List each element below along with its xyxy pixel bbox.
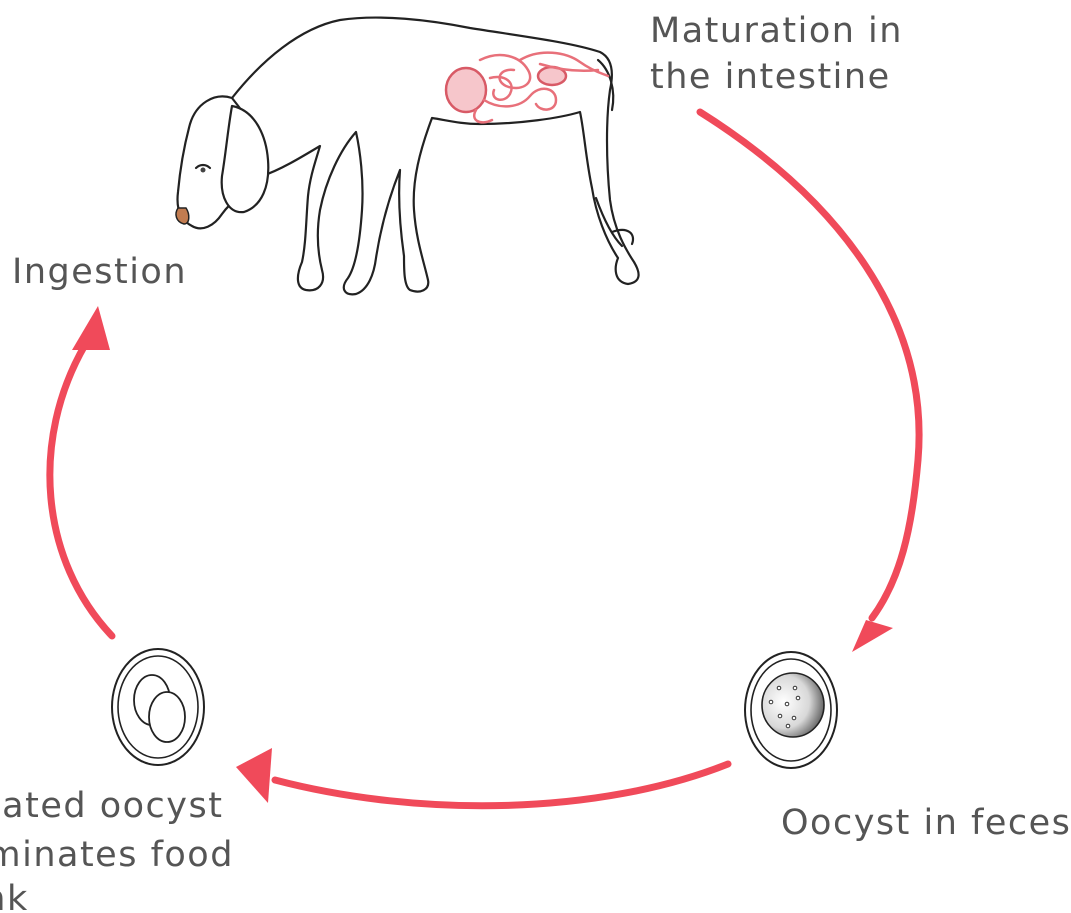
arrowhead-sporulated — [236, 748, 272, 803]
sporulated-oocyst-icon — [112, 649, 204, 765]
label-maturation-line1: Maturation in — [650, 11, 903, 51]
label-sporulated-line3: or drink — [0, 879, 29, 913]
label-maturation-line2: the intestine — [650, 57, 891, 97]
label-ingestion: Ingestion — [12, 252, 187, 292]
arrow-to-sporulated — [275, 764, 728, 806]
arrow-to-ingestion — [50, 345, 112, 636]
oocyst-icon — [745, 652, 837, 768]
dog-illustration — [178, 18, 639, 295]
label-sporulated-line2: contaminates food — [0, 835, 234, 875]
dog-nose — [176, 208, 189, 224]
arrowhead-feces — [852, 620, 893, 652]
arrow-to-feces — [700, 112, 919, 618]
label-sporulated-line1: Sporulated oocyst — [0, 786, 223, 826]
arrowhead-ingestion — [72, 306, 110, 350]
label-oocyst-feces: Oocyst in feces — [781, 803, 1071, 843]
